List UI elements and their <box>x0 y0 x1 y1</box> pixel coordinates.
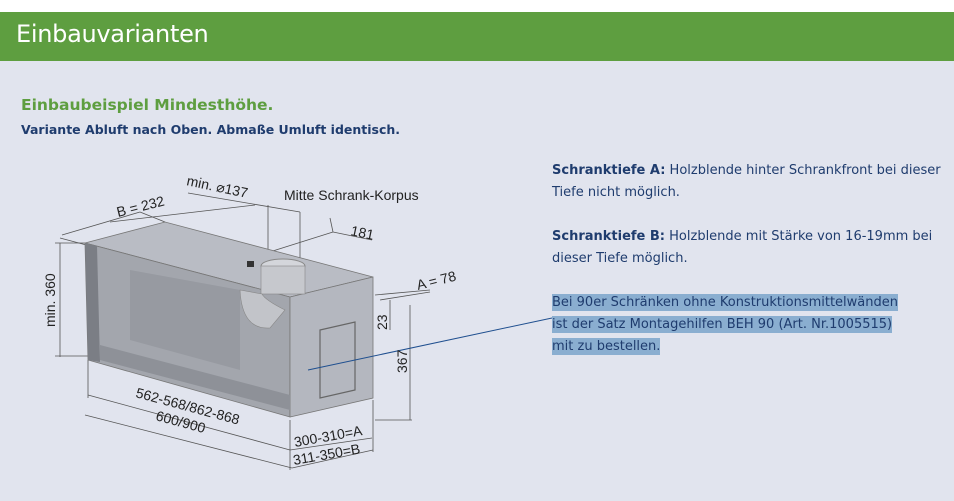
page-title: Einbauvarianten <box>16 20 209 48</box>
label-23: 23 <box>374 314 390 330</box>
section-title: Einbaubeispiel Mindesthöhe. <box>21 96 274 114</box>
note-a-text: Holzblende hinter Schrankfront bei diese… <box>552 163 941 200</box>
note-depth-a: Schranktiefe A: Holzblende hinter Schran… <box>552 160 942 204</box>
label-b-depth: B = 232 <box>115 193 166 220</box>
top-strip <box>0 0 954 12</box>
hood-box <box>83 221 374 418</box>
notes: Schranktiefe A: Holzblende hinter Schran… <box>552 160 942 380</box>
leader-line <box>307 317 553 371</box>
header-bar: Einbauvarianten <box>0 12 954 61</box>
note-depth-b: Schranktiefe B: Holzblende mit Stärke vo… <box>552 226 942 270</box>
note-b-label: Schranktiefe B: <box>552 229 666 244</box>
highlight-line[interactable]: ist der Satz Montagehilfen BEH 90 (Art. … <box>552 316 893 333</box>
label-a-depth: A = 78 <box>415 268 458 293</box>
label-center: Mitte Schrank-Korpus <box>284 187 419 203</box>
label-181: 181 <box>349 222 375 243</box>
section-subtitle: Variante Abluft nach Oben. Abmaße Umluft… <box>21 122 401 137</box>
note-b-text: Holzblende mit Stärke von 16-19mm bei di… <box>552 229 933 266</box>
label-367: 367 <box>394 349 410 373</box>
label-diameter: min. ⌀137 <box>185 172 249 201</box>
highlight-line[interactable]: mit zu bestellen. <box>552 338 661 355</box>
label-min-height: min. 360 <box>42 273 58 327</box>
note-a-label: Schranktiefe A: <box>552 163 666 178</box>
note-highlighted[interactable]: Bei 90er Schränken ohne Konstruktionsmit… <box>552 292 942 358</box>
highlight-line[interactable]: Bei 90er Schränken ohne Konstruktionsmit… <box>552 294 898 311</box>
